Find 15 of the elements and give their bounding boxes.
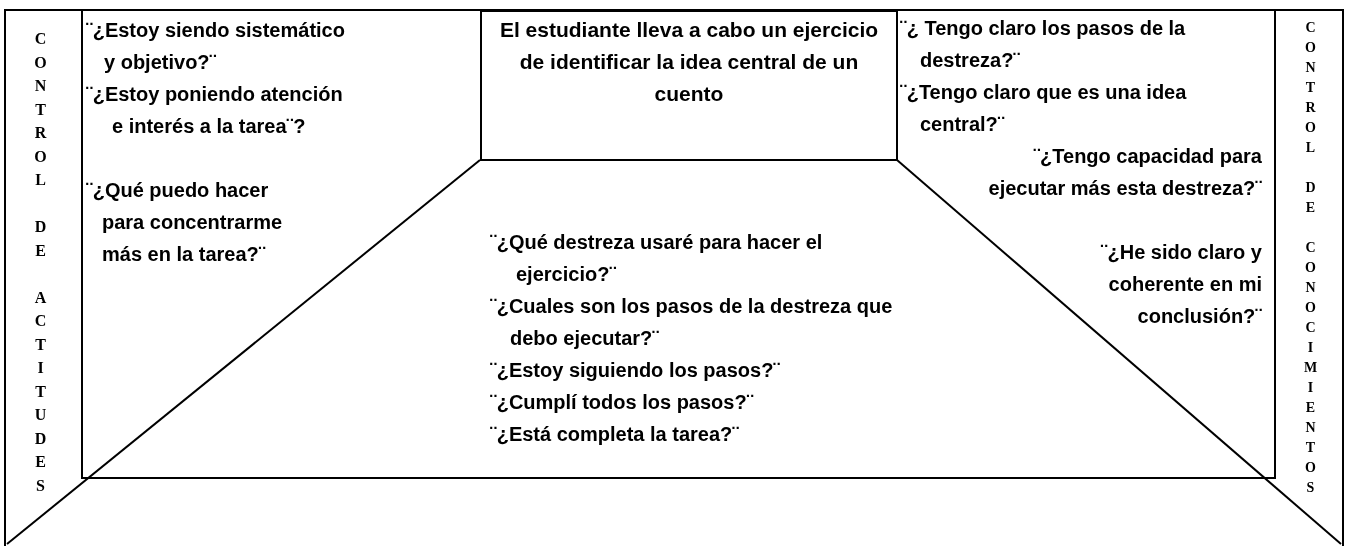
- question-text: ¨¿Cumplí todos los pasos?¨: [490, 390, 755, 415]
- question-text: ¨¿ Tengo claro los pasos de la destreza?¨: [900, 16, 1187, 73]
- question-text: ¨¿He sido claro y coherente en mi conclusión?¨: [1099, 240, 1262, 329]
- question-text: ¨¿Qué puedo hacer para concentrarme más en la tarea?¨: [86, 178, 284, 267]
- question-text: ¨¿Estoy siguiendo los pasos?¨: [490, 358, 782, 383]
- question-text: ¨¿Estoy siendo sistemático y objetivo?¨: [86, 18, 346, 75]
- vertical-heading: CONTROL DE CONOCIMIENTOS: [1302, 20, 1319, 500]
- question-text: ¨¿Qué destreza usaré para hacer el ejercicio?¨: [490, 230, 824, 287]
- question-text: ¨¿Tengo claro que es una idea central?¨: [900, 80, 1188, 137]
- vertical-heading: CONTROL DE ACTITUDES: [31, 30, 50, 500]
- task-box: El estudiante lleva a cabo un ejercicio de identificar la idea central de un cuento: [480, 10, 898, 161]
- question-text: ¨¿Estoy poniendo atención e interés a la tarea¨?: [86, 82, 344, 139]
- question-text: ¨¿Cuales son los pasos de la destreza que debo ejecutar?¨: [490, 294, 894, 351]
- question-text: ¨¿Tengo capacidad para ejecutar más esta destreza?¨: [987, 144, 1262, 201]
- question-text: ¨¿Está completa la tarea?¨: [490, 422, 740, 447]
